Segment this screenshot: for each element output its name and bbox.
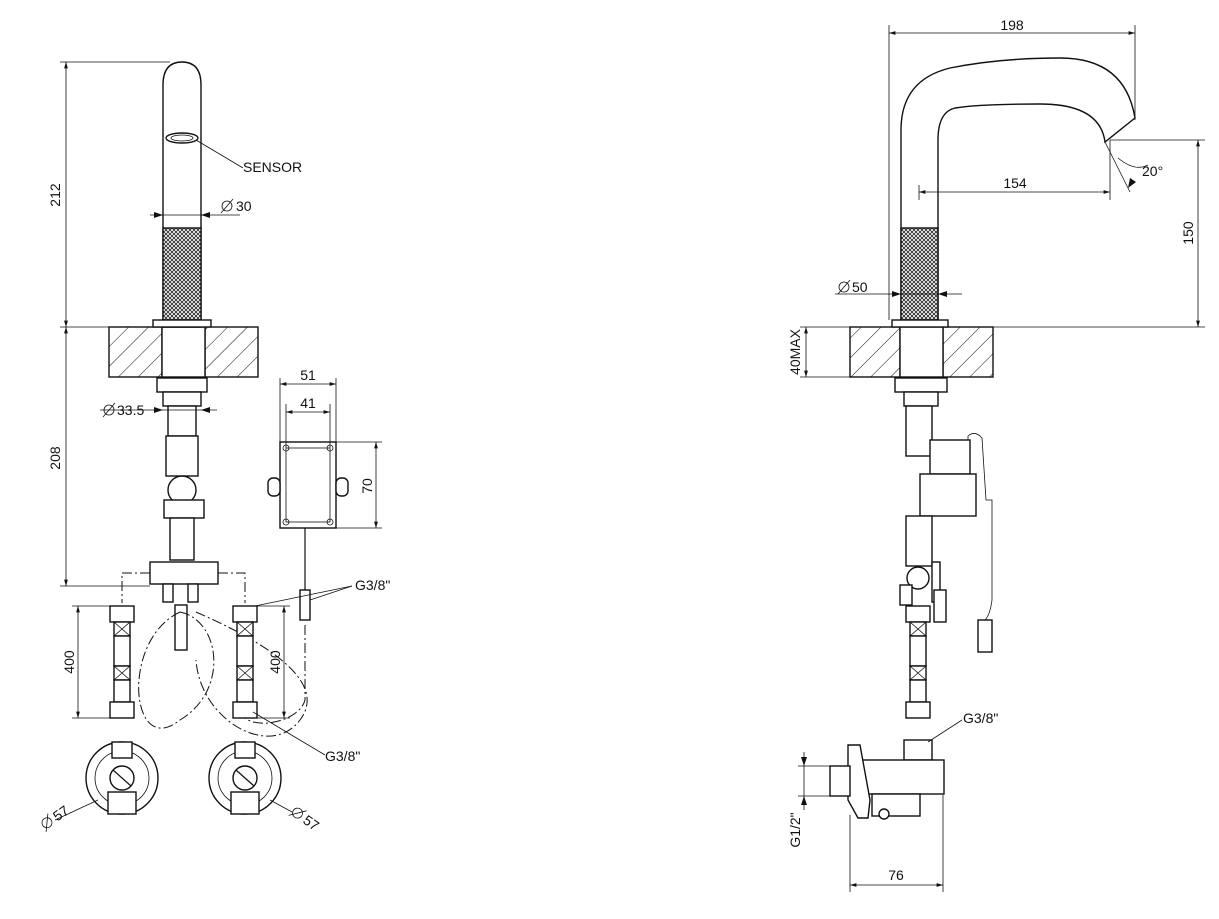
dim-diameter-57-left: 57 bbox=[41, 802, 72, 832]
flex-hose-right bbox=[232, 605, 258, 719]
svg-text:57: 57 bbox=[50, 802, 72, 824]
front-view: 212 208 30 SENSOR 33.5 51 41 bbox=[41, 61, 390, 834]
dim-400-right: 400 bbox=[267, 650, 283, 674]
angle-valve-side bbox=[829, 739, 945, 820]
dim-212: 212 bbox=[47, 183, 63, 207]
side-view: 198 154 20° 150 50 40MAX G3/8" bbox=[787, 17, 1205, 892]
angle-valve-right bbox=[208, 741, 282, 815]
flex-hose-left bbox=[109, 605, 135, 719]
sensor-label: SENSOR bbox=[243, 159, 302, 175]
lock-nut bbox=[156, 377, 208, 393]
valve-body bbox=[167, 405, 197, 437]
svg-text:33.5: 33.5 bbox=[117, 402, 144, 418]
dim-76: 76 bbox=[888, 867, 904, 883]
dim-angle-20: 20° bbox=[1142, 163, 1163, 179]
shank-through-deck bbox=[161, 326, 206, 378]
dim-154: 154 bbox=[1003, 175, 1027, 191]
valve-body-side bbox=[905, 405, 933, 457]
dim-40max: 40MAX bbox=[787, 328, 803, 375]
base-flange bbox=[152, 319, 212, 328]
svg-text:50: 50 bbox=[852, 279, 868, 295]
dim-diameter-50: 50 bbox=[837, 279, 868, 295]
angle-valve-left bbox=[85, 741, 159, 815]
knurled-grip-side bbox=[900, 227, 939, 321]
thread-label-side: G3/8" bbox=[963, 710, 998, 726]
dim-400-left: 400 bbox=[61, 650, 77, 674]
thread-label-upper: G3/8" bbox=[355, 577, 390, 593]
dim-diameter-33-5: 33.5 bbox=[102, 402, 144, 418]
sensor-cable-side bbox=[967, 433, 993, 621]
manifold bbox=[149, 561, 219, 585]
hose-path-left bbox=[138, 611, 215, 729]
control-box bbox=[267, 441, 349, 621]
deck-section-right bbox=[204, 326, 259, 378]
sensor-cable-plug bbox=[174, 604, 188, 651]
svg-text:57: 57 bbox=[300, 812, 322, 834]
thread-label-lower: G3/8" bbox=[325, 748, 360, 764]
lock-nut-side bbox=[894, 377, 948, 393]
dim-150: 150 bbox=[1180, 221, 1196, 245]
dim-70: 70 bbox=[359, 478, 375, 494]
dim-41: 41 bbox=[300, 395, 316, 411]
dim-208: 208 bbox=[47, 446, 63, 470]
solenoid-side bbox=[919, 473, 977, 517]
dim-diameter-30: 30 bbox=[220, 198, 252, 214]
dim-diameter-57-right: 57 bbox=[288, 807, 322, 834]
dim-51: 51 bbox=[300, 367, 316, 383]
svg-text:30: 30 bbox=[236, 198, 252, 214]
deck-section-left bbox=[108, 326, 163, 378]
dim-198: 198 bbox=[1000, 17, 1024, 33]
deck-section-side-left bbox=[849, 326, 901, 378]
dim-g1-2: G1/2" bbox=[787, 812, 803, 847]
knurled-grip bbox=[162, 227, 202, 321]
flex-hose-side bbox=[905, 605, 931, 719]
deck-section-side-right bbox=[942, 326, 994, 378]
